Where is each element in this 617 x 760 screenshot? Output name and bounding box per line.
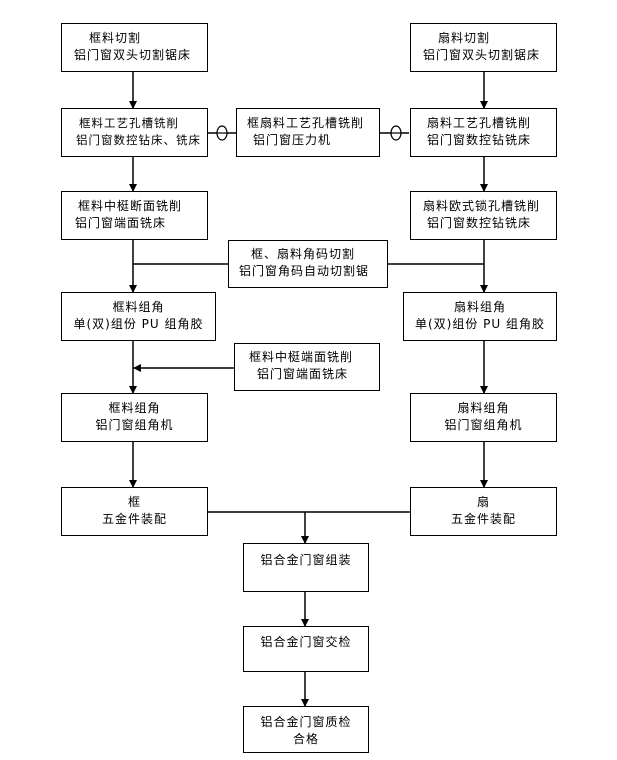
frame-corner-machine-equipment: 铝门窗组角机 xyxy=(95,418,174,432)
quality-inspection-title: 铝合金门窗质检 xyxy=(260,715,352,729)
frame-hardware-step: 五金件装配 xyxy=(101,512,167,526)
frame-corner-glue-title: 框料组角 xyxy=(112,300,165,314)
frame-cutting-box: 框料切割 铝门窗双头切割锯床 xyxy=(61,23,208,72)
frame-mullion-milling-equipment: 铝门窗端面铣床 xyxy=(75,216,167,230)
frame-slot-milling-title: 框料工艺孔槽铣削 xyxy=(79,116,179,130)
mullion-end-milling-title: 框料中梃端面铣削 xyxy=(249,350,354,364)
frame-corner-glue-material: 单(双)组份 PU 组角胶 xyxy=(73,317,204,331)
frame-hardware-title: 框 xyxy=(127,495,141,509)
sash-lock-slot-milling-box: 扇料欧式锁孔槽铣削 铝门窗数控钻铣床 xyxy=(410,191,557,240)
frame-cutting-equipment: 铝门窗双头切割锯床 xyxy=(74,48,192,62)
sash-hardware-step: 五金件装配 xyxy=(450,512,516,526)
sash-slot-milling-equipment: 铝门窗数控钻铣床 xyxy=(427,133,532,147)
corner-code-cutting-box: 框、扇料角码切割 铝门窗角码自动切割锯 xyxy=(228,240,388,288)
sash-hardware-title: 扇 xyxy=(476,495,490,509)
frame-sash-slot-milling-equipment: 铝门窗压力机 xyxy=(253,133,332,147)
mullion-end-milling-equipment: 铝门窗端面铣床 xyxy=(257,367,349,381)
quality-inspection-result: 合格 xyxy=(292,732,319,746)
frame-mullion-milling-title: 框料中梃断面铣削 xyxy=(78,199,183,213)
frame-sash-slot-milling-box: 框扇料工艺孔槽铣削 铝门窗压力机 xyxy=(236,108,380,157)
assembly-box: 铝合金门窗组装 xyxy=(243,543,369,592)
sash-hardware-box: 扇 五金件装配 xyxy=(410,487,557,536)
frame-slot-milling-box: 框料工艺孔槽铣削 铝门窗数控钻床、铣床 xyxy=(61,108,208,157)
sash-corner-machine-equipment: 铝门窗组角机 xyxy=(444,418,523,432)
sash-lock-slot-milling-title: 扇料欧式锁孔槽铣削 xyxy=(423,199,541,213)
sash-corner-machine-title: 扇料组角 xyxy=(457,401,510,415)
frame-sash-slot-milling-title: 框扇料工艺孔槽铣削 xyxy=(247,116,365,130)
sash-lock-slot-milling-equipment: 铝门窗数控钻铣床 xyxy=(427,216,532,230)
frame-corner-machine-box: 框料组角 铝门窗组角机 xyxy=(61,393,208,442)
handover-inspection-box: 铝合金门窗交检 xyxy=(243,626,369,672)
frame-corner-glue-box: 框料组角 单(双)组份 PU 组角胶 xyxy=(61,292,216,341)
sash-cutting-box: 扇料切割 铝门窗双头切割锯床 xyxy=(410,23,557,72)
corner-code-cutting-equipment: 铝门窗角码自动切割锯 xyxy=(239,264,370,278)
frame-corner-machine-title: 框料组角 xyxy=(108,401,161,415)
handover-inspection-title: 铝合金门窗交检 xyxy=(260,635,352,649)
sash-slot-milling-title: 扇料工艺孔槽铣削 xyxy=(427,116,532,130)
sash-corner-glue-box: 扇料组角 单(双)组份 PU 组角胶 xyxy=(403,292,557,341)
frame-mullion-milling-box: 框料中梃断面铣削 铝门窗端面铣床 xyxy=(61,191,208,240)
mullion-end-milling-box: 框料中梃端面铣削 铝门窗端面铣床 xyxy=(234,343,380,391)
sash-corner-machine-box: 扇料组角 铝门窗组角机 xyxy=(410,393,557,442)
frame-cutting-title: 框料切割 xyxy=(89,31,142,45)
frame-slot-milling-equipment: 铝门窗数控钻床、铣床 xyxy=(76,133,201,147)
assembly-title: 铝合金门窗组装 xyxy=(260,553,352,567)
corner-code-cutting-title: 框、扇料角码切割 xyxy=(251,247,356,261)
sash-corner-glue-title: 扇料组角 xyxy=(453,300,506,314)
quality-inspection-box: 铝合金门窗质检 合格 xyxy=(243,706,369,753)
sash-corner-glue-material: 单(双)组份 PU 组角胶 xyxy=(414,317,545,331)
sash-cutting-title: 扇料切割 xyxy=(438,31,491,45)
sash-cutting-equipment: 铝门窗双头切割锯床 xyxy=(423,48,541,62)
frame-hardware-box: 框 五金件装配 xyxy=(61,487,208,536)
sash-slot-milling-box: 扇料工艺孔槽铣削 铝门窗数控钻铣床 xyxy=(410,108,557,157)
